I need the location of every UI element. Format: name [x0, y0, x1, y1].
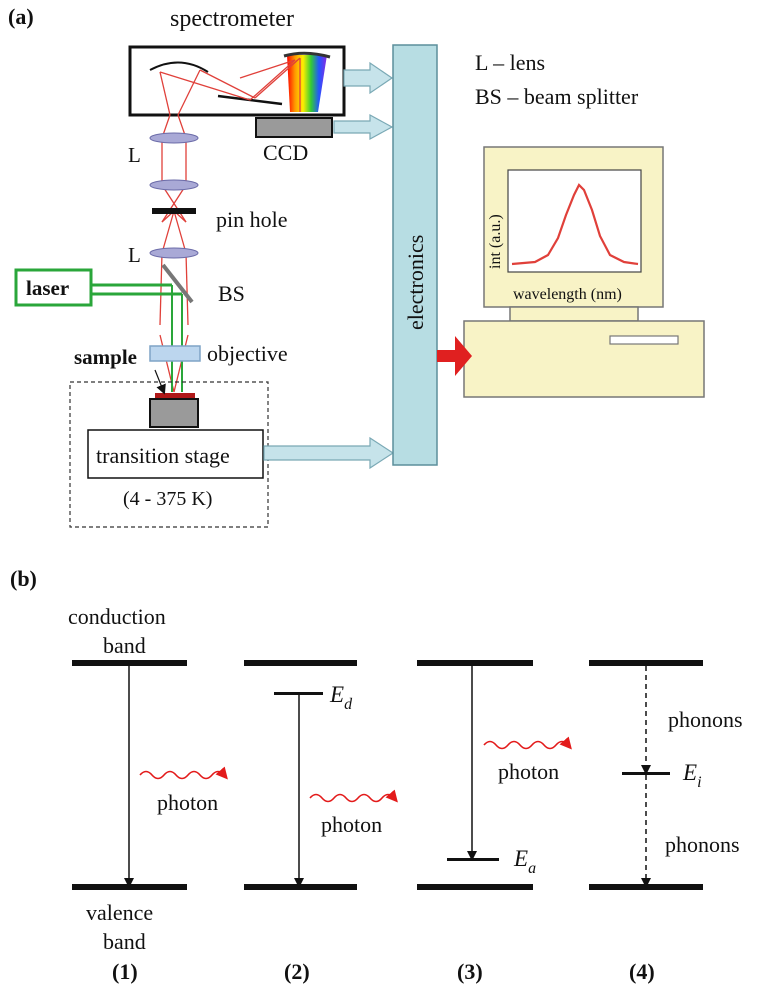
computer-arrow: [437, 336, 472, 376]
photon-wave-3: [483, 736, 572, 750]
intermediate-level: [622, 772, 670, 775]
computer: [437, 146, 705, 398]
objective-label: objective: [207, 341, 288, 366]
valence-label-1: valence: [86, 900, 153, 925]
cryostat-box: [69, 381, 269, 528]
laser-box: [14, 268, 93, 307]
spectrometer-label: spectrometer: [170, 6, 294, 32]
pinhole-label: pin hole: [216, 207, 288, 232]
monitor-screen: [507, 169, 642, 273]
panel-b-label: (b): [10, 566, 37, 591]
case-label-2: (2): [284, 959, 310, 984]
monitor-x-label: wavelength (nm): [513, 286, 622, 303]
stage-block: [149, 398, 199, 428]
ea-E: E: [513, 846, 528, 871]
spectrum-curve: [511, 183, 639, 266]
case-label-3: (3): [457, 959, 483, 984]
conduction-label-1: conduction: [68, 604, 166, 629]
ccd-label: CCD: [263, 140, 308, 165]
laser-label: laser: [26, 276, 69, 300]
conduction-label-2: band: [103, 633, 146, 658]
ed-sub: d: [344, 696, 353, 713]
legend-bs: BS – beam splitter: [475, 84, 639, 109]
ed-E: E: [329, 682, 344, 707]
photon-wave-2: [309, 789, 398, 803]
photon-wave-1: [139, 766, 228, 780]
monitor-y-label: int (a.u.): [487, 214, 504, 269]
valence-label-2: band: [103, 929, 146, 954]
acceptor-level: [447, 858, 499, 861]
optical-path: [91, 114, 201, 398]
panel-a-label: (a): [8, 4, 34, 29]
spectrometer-arrow: [343, 61, 394, 95]
photon-label-2: photon: [321, 812, 382, 837]
stage-arrow: [263, 436, 395, 470]
sample-label: sample: [74, 345, 137, 369]
electronics-box: [392, 44, 438, 466]
phonons-label-upper: phonons: [668, 707, 743, 732]
ccd-box: [255, 117, 333, 138]
temp-range-label: (4 - 375 K): [123, 488, 212, 510]
phonons-label-lower: phonons: [665, 832, 740, 857]
transition-stage-box: [87, 429, 264, 479]
legend-lens: L – lens: [475, 50, 545, 75]
ei-label: Ei: [682, 760, 702, 791]
photon-label-3: photon: [498, 759, 559, 784]
transition-stage-label: transition stage: [96, 443, 230, 468]
lens-mid-label: L: [128, 243, 141, 267]
ed-label: Ed: [329, 682, 353, 713]
lens-top-label: L: [128, 143, 141, 167]
ccd-arrow: [333, 113, 394, 141]
electronics-label: electronics: [403, 235, 428, 330]
band-lines: [72, 660, 703, 890]
ei-E: E: [682, 760, 697, 785]
ei-sub: i: [697, 774, 701, 791]
ea-label: Ea: [513, 846, 536, 877]
ea-sub: a: [528, 860, 536, 877]
photon-label-1: photon: [157, 790, 218, 815]
case-label-4: (4): [629, 959, 655, 984]
bs-label: BS: [218, 281, 245, 306]
donor-level: [274, 692, 323, 695]
spectrometer-optics: [149, 51, 331, 116]
case-label-1: (1): [112, 959, 138, 984]
